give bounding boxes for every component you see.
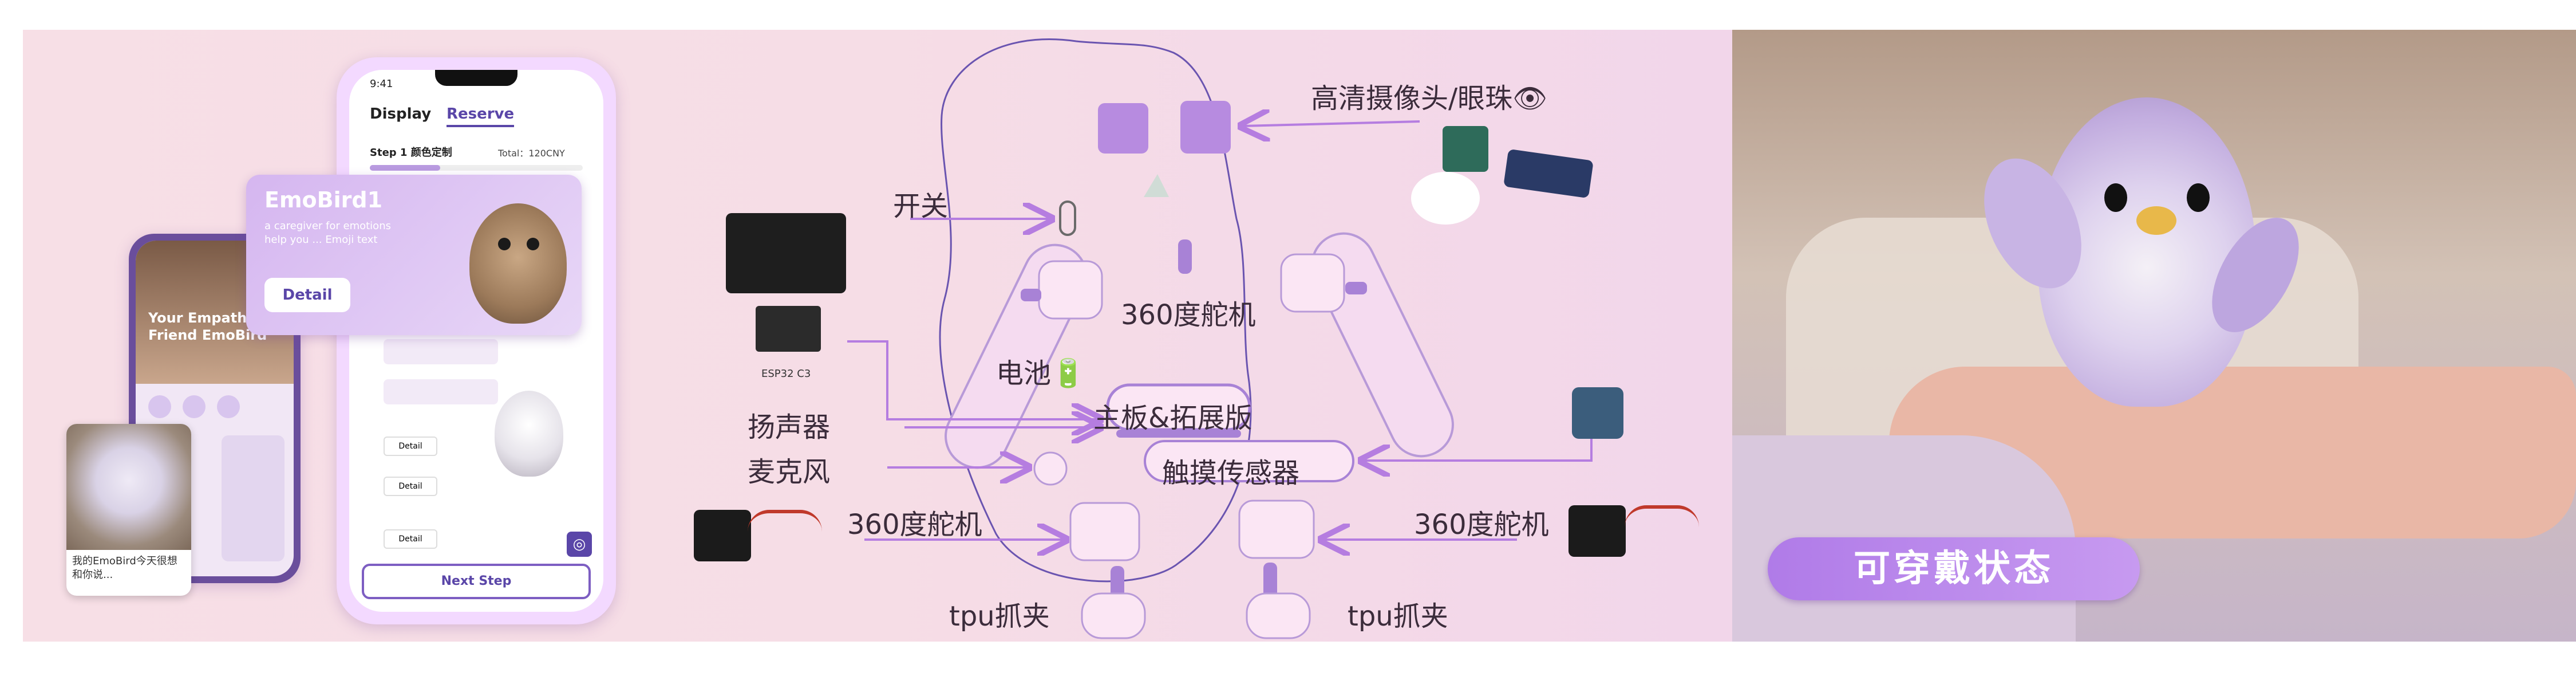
- esp-chip-image: [756, 306, 821, 352]
- progress-track: [370, 165, 583, 171]
- beak: [1144, 174, 1169, 197]
- status-time: 9:41: [370, 78, 393, 90]
- tab-reserve[interactable]: Reserve: [447, 105, 515, 127]
- popup-card[interactable]: 我的EmoBird今天很想和你说...: [66, 424, 191, 596]
- left-eye: [1098, 103, 1148, 154]
- board-base: [1116, 430, 1241, 438]
- mic-label: 麦克风: [748, 456, 831, 488]
- touch-shape: [1144, 440, 1354, 482]
- main-phone-screen: 9:41 Display Reserve Step 1 颜色定制 Total：1…: [349, 70, 603, 612]
- wearable-badge-label: 可穿戴状态: [1854, 548, 2054, 590]
- circle-icon[interactable]: [148, 395, 171, 418]
- esp-label: ESP32 C3: [761, 368, 811, 380]
- battery-label: 电池🔋: [996, 357, 1085, 390]
- owl-eye: [527, 238, 539, 250]
- right-shoulder: [1280, 253, 1345, 313]
- right-eye: [1180, 101, 1231, 154]
- plush-eye-right: [2187, 183, 2210, 212]
- right-connector: [1345, 282, 1367, 294]
- left-connector: [1021, 289, 1041, 301]
- total-label: Total：120CNY: [498, 148, 565, 159]
- detail-button[interactable]: Detail: [264, 278, 350, 312]
- owl-eye: [498, 238, 511, 250]
- option-row[interactable]: [384, 379, 498, 404]
- popup-bird-image: [66, 424, 191, 550]
- left-leg-connector: [1111, 566, 1124, 600]
- touch-sensor-image: [1572, 387, 1623, 439]
- small-detail-button-3[interactable]: Detail: [384, 529, 437, 549]
- option-row[interactable]: [384, 339, 498, 364]
- clip-right-label: tpu抓夹: [1348, 600, 1448, 632]
- emobird-card[interactable]: EmoBird1 a caregiver for emotions help y…: [246, 175, 582, 335]
- mic-shape: [1033, 451, 1068, 486]
- circle-icon[interactable]: [217, 395, 240, 418]
- secondary-phone-grid: [222, 435, 285, 561]
- camera-module-image: [1443, 126, 1488, 172]
- secondary-phone-icon-row: [148, 395, 280, 424]
- small-detail-button-2[interactable]: Detail: [384, 477, 437, 496]
- main-phone: 9:41 Display Reserve Step 1 颜色定制 Total：1…: [337, 57, 616, 624]
- servo-wires-right: [1625, 505, 1699, 549]
- servo-top-label: 360度舵机: [1121, 299, 1256, 331]
- arrow-esp: [847, 340, 1099, 419]
- small-detail-button-1[interactable]: Detail: [384, 437, 437, 456]
- plush-eye-left: [2104, 183, 2127, 212]
- servo-right-label: 360度舵机: [1414, 509, 1549, 541]
- camera-label: 高清摄像头/眼珠👁: [1311, 82, 1548, 115]
- secondary-phone-heading: Your Empathy Friend EmoBird: [148, 310, 267, 343]
- left-foot-servo: [1069, 502, 1140, 561]
- arrow-touch: [1362, 438, 1593, 461]
- next-step-button[interactable]: Next Step: [362, 564, 591, 599]
- bird-thumbnail: [495, 391, 563, 477]
- plush-beak: [2136, 206, 2176, 235]
- servo-image-right: [1568, 505, 1626, 557]
- right-clip: [1246, 592, 1311, 639]
- tab-display[interactable]: Display: [370, 105, 432, 123]
- card-title: EmoBird1: [264, 187, 383, 213]
- esp-board-large-image: [726, 213, 846, 293]
- step-label: Step 1 颜色定制: [370, 147, 452, 159]
- right-leg-connector: [1263, 563, 1277, 599]
- speaker-label: 扬声器: [748, 411, 831, 443]
- board-label: 主板&拓展版: [1093, 402, 1253, 434]
- popup-caption: 我的EmoBird今天很想和你说...: [72, 555, 177, 581]
- switch-label: 开关: [893, 190, 949, 222]
- owl-body: [469, 203, 567, 324]
- switch-shape: [1059, 200, 1076, 236]
- owl-image: [464, 192, 572, 324]
- headset-icon[interactable]: ◎: [567, 532, 592, 557]
- left-shoulder: [1038, 260, 1103, 320]
- progress-fill: [370, 165, 440, 171]
- circle-icon[interactable]: [183, 395, 206, 418]
- phone-notch: [435, 70, 517, 86]
- robot-diagram: [847, 38, 1593, 639]
- camera-lens: [1411, 172, 1480, 225]
- right-foot-servo: [1238, 500, 1315, 559]
- clip-left-label: tpu抓夹: [949, 600, 1050, 632]
- wearable-badge: 可穿戴状态: [1768, 537, 2140, 600]
- card-description: a caregiver for emotions help you ... Em…: [264, 220, 391, 246]
- neck-connector: [1178, 239, 1192, 274]
- arrow-camera: [1242, 121, 1420, 126]
- servo-image-left: [694, 510, 751, 561]
- servo-left-label: 360度舵机: [847, 509, 982, 541]
- servo-wires-left: [748, 510, 822, 553]
- touch-label: 触摸传感器: [1162, 457, 1300, 489]
- left-clip: [1081, 592, 1146, 639]
